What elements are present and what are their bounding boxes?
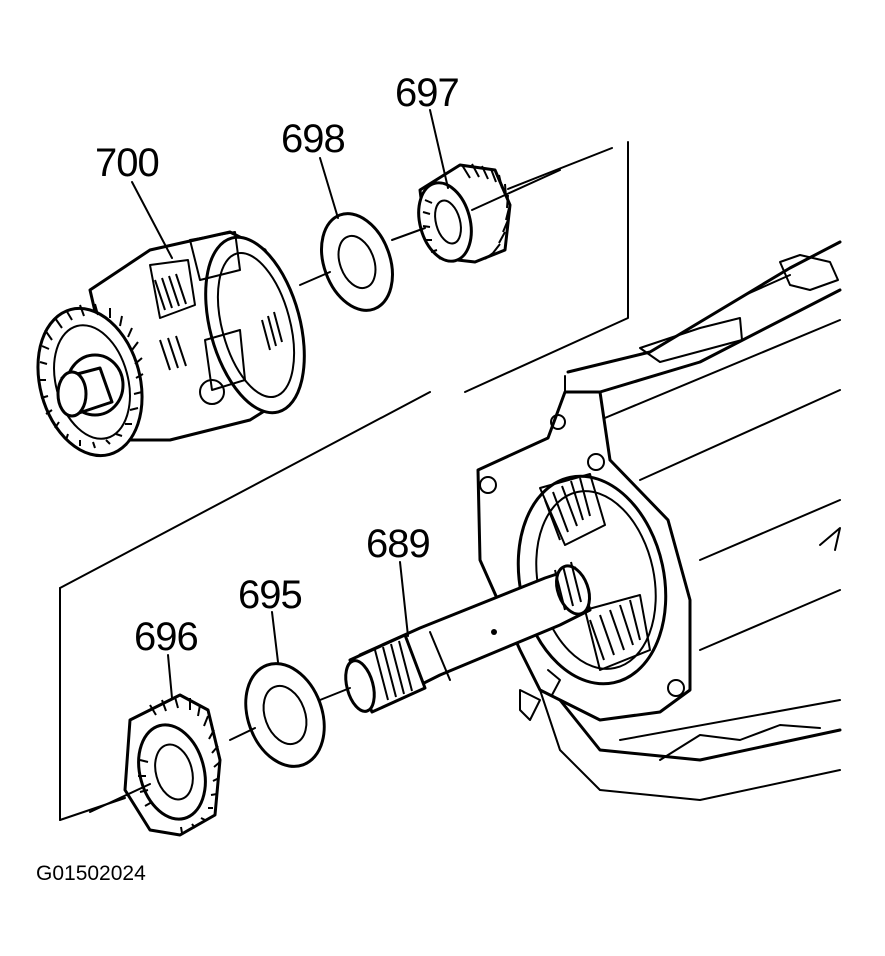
exploded-view-frame bbox=[59, 141, 629, 821]
assembly-axis-lines bbox=[89, 169, 561, 813]
callout-696: 696 bbox=[134, 615, 198, 659]
callout-689: 689 bbox=[366, 522, 430, 566]
case-internal-splines bbox=[539, 473, 651, 671]
part-695-thrust-washer bbox=[244, 662, 326, 768]
part-698-thrust-washer bbox=[320, 212, 394, 312]
part-700-differential-carrier bbox=[36, 230, 306, 458]
callout-695: 695 bbox=[238, 573, 302, 617]
callout-698: 698 bbox=[281, 117, 345, 161]
callout-697: 697 bbox=[395, 71, 459, 115]
part-696-gear bbox=[123, 693, 222, 837]
part-689-output-shaft bbox=[344, 561, 592, 714]
callout-700: 700 bbox=[95, 141, 159, 185]
carrier-gear-teeth bbox=[39, 303, 144, 449]
leader-lines bbox=[131, 109, 449, 699]
transmission-case bbox=[476, 240, 842, 801]
figure-id: G01502024 bbox=[36, 862, 146, 885]
callout-labels: 700 698 697 689 695 696 bbox=[95, 71, 460, 659]
part-697-gear bbox=[417, 163, 512, 264]
